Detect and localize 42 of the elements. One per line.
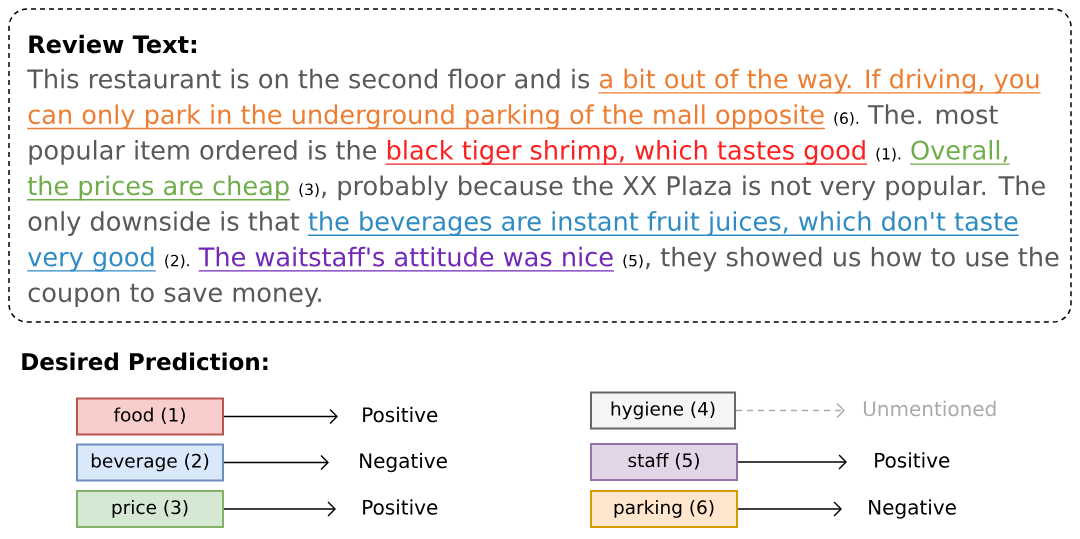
node-label: The waitstaff's attitude was nice bbox=[198, 246, 613, 267]
node-label: the beverages are instant fruit juices, which don't taste bbox=[308, 211, 1018, 236]
aspect-box: staff (5) bbox=[590, 443, 738, 481]
node-label: only downside is that bbox=[28, 211, 300, 236]
node-label: popular item ordered is the bbox=[29, 139, 377, 165]
node-label: , probably because the XX Plaza is not very popular. The bbox=[321, 175, 1045, 201]
aspect-box: parking (6) bbox=[590, 490, 738, 528]
aspect-box: price (3) bbox=[76, 490, 224, 528]
review-panel bbox=[8, 8, 1072, 323]
node-label: can only park in the underground parking of the mall opposite bbox=[28, 104, 824, 130]
node-label: coupon to save money. bbox=[28, 283, 321, 308]
heading: Review Text: bbox=[29, 34, 196, 54]
sentiment-label: Negative bbox=[869, 499, 956, 519]
sentiment-label: Unmentioned bbox=[863, 400, 996, 417]
arrow bbox=[223, 501, 336, 517]
arrow bbox=[735, 402, 845, 419]
node-label: The. most bbox=[867, 104, 998, 125]
arrow bbox=[737, 454, 847, 470]
node-label: (6). bbox=[834, 112, 859, 126]
arrow bbox=[223, 454, 329, 471]
arrow bbox=[737, 501, 842, 517]
sentiment-label: Positive bbox=[363, 406, 438, 423]
node-label: the prices are cheap bbox=[27, 175, 289, 201]
node-label: (1). bbox=[876, 147, 901, 162]
node-label: Overall, bbox=[911, 139, 1008, 163]
node-label: a bit out of the way. If driving, you bbox=[600, 68, 1039, 94]
aspect-box: food (1) bbox=[76, 397, 224, 436]
heading: Desired Prediction: bbox=[22, 352, 268, 371]
node-label: (3) bbox=[299, 183, 319, 198]
sentiment-label: Positive bbox=[363, 499, 438, 515]
node-label: (5) bbox=[623, 254, 643, 269]
aspect-box: hygiene (4) bbox=[590, 391, 736, 430]
sentiment-label: Negative bbox=[360, 452, 447, 473]
sentiment-label: Positive bbox=[875, 452, 950, 468]
aspect-box: beverage (2) bbox=[76, 443, 224, 482]
node-label: , they showed us how to use the bbox=[645, 246, 1059, 272]
node-label: black tiger shrimp, which tastes good bbox=[387, 139, 865, 165]
arrow bbox=[223, 408, 338, 425]
node-label: (2). bbox=[165, 254, 189, 269]
node-label: very good bbox=[27, 246, 154, 272]
review-text: This restaurant is on the second floor and is a bit out of the way. If driving, you can only park in the underground parking of the mall opposite (6). The. most popular item ordered is the black tiger shrimp, which tastes good (1). Overall, the prices are cheap (3), probably because the XX Plaza is not very popular. The only downside is that the beverages are instant fruit juices, which don't taste very good (2). The waitstaff's attitude was nice (5), they showed us how to use the coupon to save money. bbox=[26, 68, 1059, 308]
node-label: This restaurant is on the second floor and is bbox=[27, 68, 590, 89]
